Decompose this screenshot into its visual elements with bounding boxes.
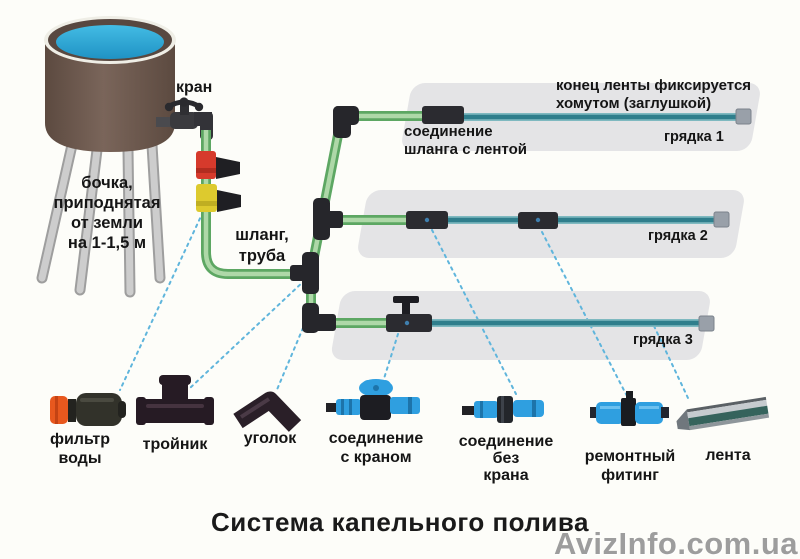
- supply-hose: [201, 130, 300, 279]
- water-barrel: [44, 16, 176, 152]
- tee-junction: [290, 252, 319, 294]
- end-cap-3: [698, 315, 715, 332]
- hose-tape-connection-label: соединение шланга с лентой: [404, 123, 527, 158]
- inline-filter-yellow: [196, 184, 241, 212]
- callout-tape: [653, 325, 689, 399]
- bed1-line: [333, 106, 752, 138]
- water-filter-item: [50, 393, 126, 426]
- callout-tap-connector: [381, 333, 399, 386]
- bed2-label: грядка 2: [648, 228, 708, 244]
- callout-repair-fitting: [541, 231, 629, 399]
- diagram-title: Система капельного полива: [211, 507, 589, 537]
- drip-tape-item: [676, 396, 770, 431]
- legend-label-water-filter: фильтр воды: [49, 431, 111, 467]
- tape-end-note: конец ленты фиксируется хомутом (заглушк…: [556, 77, 752, 112]
- legend-label-elbow: уголок: [243, 430, 297, 447]
- legend-label-plain-connector: соединение без крана: [458, 433, 554, 484]
- tap-label: кран: [176, 79, 213, 96]
- hose-label: шланг, труба: [235, 226, 289, 265]
- repair-fitting-item: [590, 391, 669, 426]
- bed2-line: [313, 198, 730, 240]
- barrel-legs: [36, 139, 166, 298]
- elbow-bottom: [302, 303, 336, 333]
- callout-filter: [119, 211, 204, 391]
- plain-connector-item: [462, 396, 544, 423]
- end-cap-2: [713, 211, 730, 228]
- tape-connector-with-valve: [386, 296, 432, 332]
- bed3-label: грядка 3: [633, 332, 693, 348]
- legend-label-tape: лента: [705, 447, 751, 464]
- callout-plain-connector: [431, 229, 517, 395]
- tee-fitting-item: [136, 375, 214, 425]
- callout-elbow: [275, 327, 304, 393]
- watermark: AvizInfo.com.ua: [553, 526, 798, 559]
- bed3-line: [302, 296, 715, 333]
- end-cap-1: [735, 108, 752, 125]
- legend-label-tap-connector: соединение с краном: [328, 430, 424, 466]
- bed1-label: грядка 1: [664, 129, 724, 145]
- inline-filter-red: [196, 151, 240, 179]
- legend-label-tee: тройник: [142, 436, 208, 453]
- callout-dashed-lines: [119, 211, 689, 399]
- tap-connector-item: [326, 379, 420, 420]
- callout-tee: [189, 279, 306, 389]
- water-surface: [56, 25, 164, 59]
- barrel-note: бочка, приподнятая от земли на 1-1,5 м: [53, 174, 161, 252]
- hose-tape-connector-1: [422, 106, 464, 124]
- tee-mid: [313, 198, 343, 240]
- legend-label-repair-fitting: ремонтный фитинг: [584, 448, 676, 484]
- elbow-top: [333, 106, 359, 138]
- elbow-fitting-item: [233, 391, 302, 432]
